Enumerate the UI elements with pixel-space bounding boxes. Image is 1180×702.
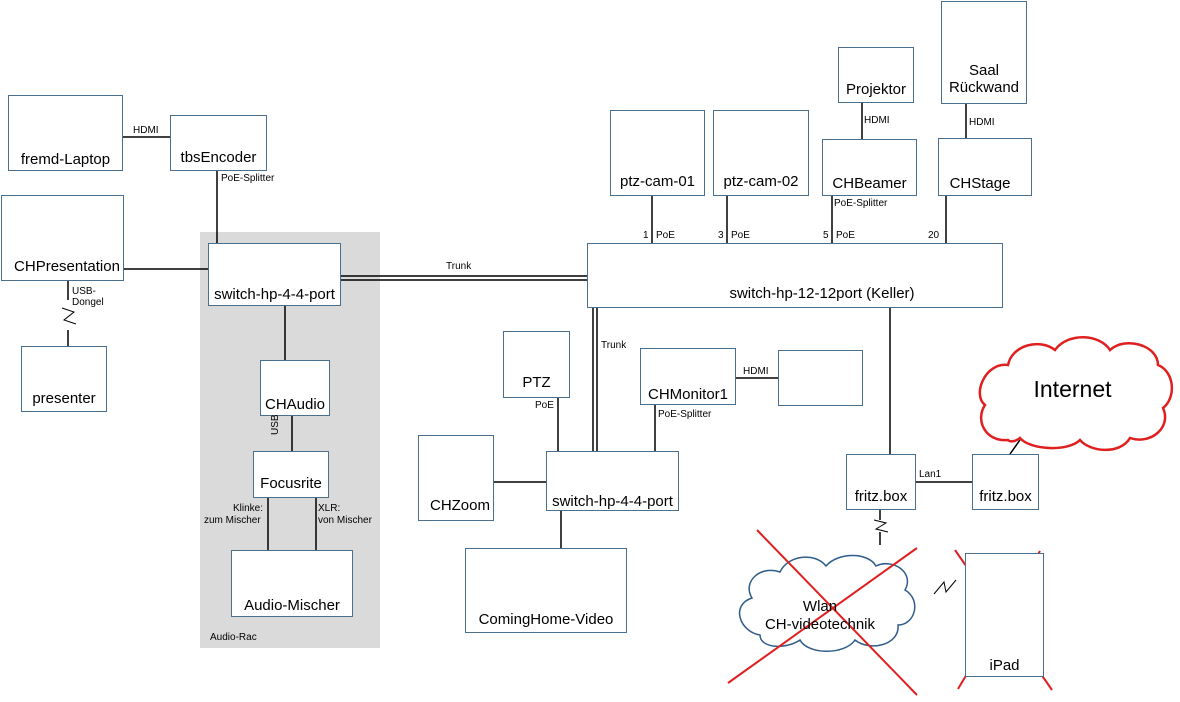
chbeamer-label: CHBeamer [832,175,907,192]
edge-label-hdmi-saal: HDMI [969,117,995,128]
node-chbeamer[interactable] [822,139,917,196]
node-ptz[interactable] [503,331,570,398]
audio-mischer-label: Audio-Mischer [244,597,340,614]
node-chpresentation[interactable] [1,195,124,281]
edge-label-usb-dongel-2: Dongel [72,297,104,308]
connection-lines [67,103,1021,551]
wireless-bolt-ipad [933,579,957,595]
edge-label-port5: 5 [823,230,829,241]
edge-label-xlr-2: von Mischer [318,515,372,526]
chstage-label: CHStage [949,175,1011,192]
edge-label-poe-splitter-tbs: PoE-Splitter [221,173,275,184]
cross-wlan-1 [756,529,918,696]
node-chzoom[interactable] [418,435,494,521]
saal-label-line2: Rückwand [948,79,1020,96]
node-switch-left[interactable] [208,243,341,306]
switch-mid-label: switch-hp-4-4-port [552,493,673,510]
chpresentation-label: CHPresentation [14,258,120,275]
node-switch-mid[interactable] [546,451,679,511]
chzoom-label: CHZoom [429,497,490,514]
edge-label-klinke-2: zum Mischer [204,515,261,526]
ptz-cam-02-label: ptz-cam-02 [723,173,799,190]
edge-label-port20: 20 [928,230,940,241]
edge-label-port1: 1 [643,230,649,241]
node-ptz-cam-02[interactable] [713,110,809,196]
ptz-cam-01-label: ptz-cam-01 [619,173,696,190]
internet-label: Internet [1033,376,1112,402]
node-presenter[interactable] [21,346,107,412]
tbs-encoder-label: tbsEncoder [180,149,257,166]
edge-label-klinke-1: Klinke: [233,503,264,514]
node-cominghome-video[interactable] [465,548,627,633]
edge-label-hdmi-monitor: HDMI [743,366,769,377]
presenter-label: presenter [32,390,96,407]
edge-label-poe-ptz: PoE [535,400,554,411]
edge-label-hdmi-projektor: HDMI [864,115,890,126]
edge-label-poe-splitter-monitor: PoE-Splitter [658,409,712,420]
edge-label-port3: 3 [718,230,724,241]
node-audio-mischer[interactable] [231,550,353,617]
node-fremd-laptop[interactable] [8,95,123,171]
audio-rack-label: Audio-Rac [210,632,257,643]
wireless-bolt-wlan [873,519,889,533]
node-fritz-right[interactable] [972,454,1039,510]
node-ipad[interactable] [965,553,1044,677]
saal-label-line1: Saal [968,62,1000,79]
internet-cloud-shape [978,336,1173,452]
switch-main-label: switch-hp-12-12port (Keller) [729,285,915,302]
node-switch-main[interactable] [587,243,1003,308]
edge-label-usb-focusrite: USB [270,414,281,435]
edge-label-poe-splitter-beamer: PoE-Splitter [834,198,888,209]
edge-label-port1-poe: PoE [656,230,675,241]
switch-left-label: switch-hp-4-4-port [214,286,335,303]
edge-label-port5-poe: PoE [836,230,855,241]
projektor-label: Projektor [845,81,907,98]
edge-label-hdmi-laptop: HDMI [133,125,159,136]
cominghome-label: ComingHome-Video [478,611,614,628]
node-display[interactable] [778,350,863,406]
wireless-symbols [61,307,957,595]
node-focusrite[interactable] [253,451,329,498]
node-ptz-cam-01[interactable] [610,110,705,196]
chaudio-label: CHAudio [264,396,326,413]
chmonitor1-label: CHMonitor1 [647,386,729,403]
node-chaudio[interactable] [260,360,330,416]
wireless-bolt-presenter [61,307,77,325]
focusrite-label: Focusrite [260,475,322,492]
edge-label-lan1: Lan1 [919,469,942,480]
edge-label-xlr-1: XLR: [318,503,341,514]
edge-label-usb-dongel-1: USB- [72,286,96,297]
fritz-right-label: fritz.box [979,488,1032,505]
node-chstage[interactable] [938,138,1032,196]
edge-label-trunk-h: Trunk [446,261,472,272]
edge-fritz-internet [1009,439,1021,455]
edge-label-trunk-v: Trunk [601,340,627,351]
ptz-label: PTZ [522,374,551,391]
node-chmonitor1[interactable] [640,348,736,405]
node-projektor[interactable] [838,47,914,103]
ipad-label: iPad [989,657,1020,674]
edge-label-port3-poe: PoE [731,230,750,241]
node-fritz-left[interactable] [846,454,916,510]
node-tbs-encoder[interactable] [170,115,267,171]
node-saal-rueckwand[interactable] [941,1,1027,104]
wlan-label-line2: CH-videotechnik [764,616,876,633]
fritz-left-label: fritz.box [854,488,908,505]
cross-wlan-2 [727,547,918,684]
fremd-laptop-label: fremd-Laptop [20,151,111,168]
wlan-label-line1: Wlan [802,598,838,615]
